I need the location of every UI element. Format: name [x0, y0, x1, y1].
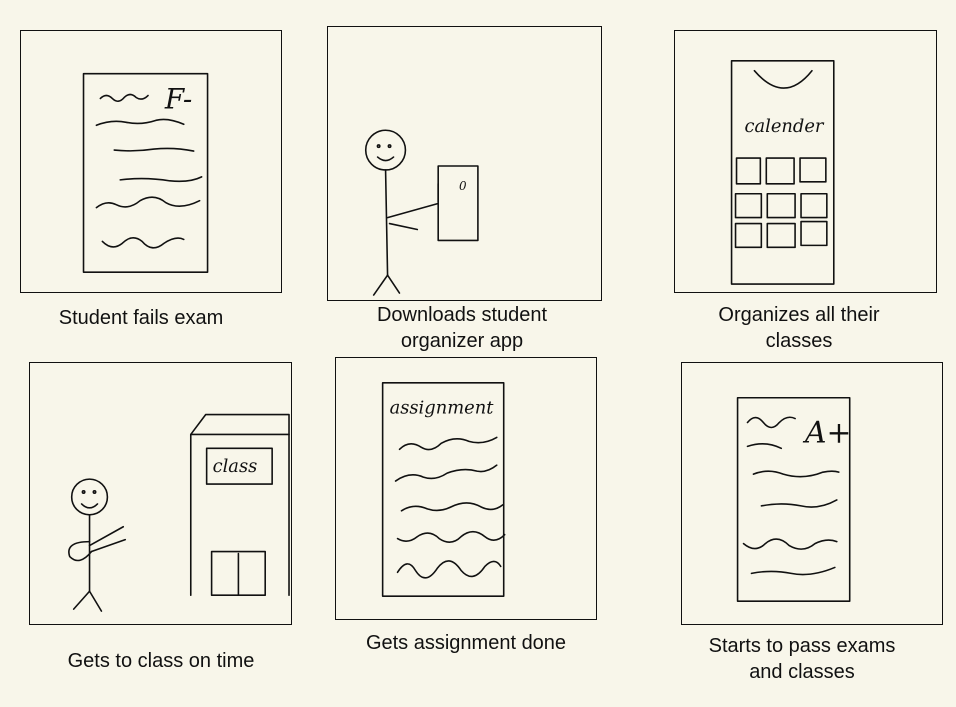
- storyboard-panel-4: class: [29, 362, 292, 625]
- scribble-line: [760, 499, 838, 508]
- calendar-title: calender: [744, 116, 824, 137]
- stick-figure-arm: [388, 222, 419, 231]
- stick-figure-arm: [88, 525, 125, 547]
- calendar-grid: [734, 157, 828, 249]
- assignment-sketch: assignment: [381, 382, 506, 597]
- scribble-line: [746, 416, 796, 429]
- stick-figure-body: [384, 169, 389, 276]
- scribble-line: [119, 176, 203, 183]
- eye: [92, 490, 97, 494]
- scribble-line: [398, 436, 498, 451]
- caption-panel-3: Organizes all their classes: [718, 304, 880, 352]
- phone-outline: [730, 59, 835, 285]
- scribble-line: [95, 196, 201, 209]
- caption-panel-1: Student fails exam: [58, 307, 224, 329]
- storyboard-panel-5: assignment: [335, 357, 597, 620]
- eye: [387, 144, 392, 149]
- download-app-sketch: 0: [364, 129, 479, 296]
- storyboard-panel-2: 0: [327, 26, 602, 301]
- storyboard-panel-3: calender: [674, 30, 937, 293]
- stick-figure-head: [364, 129, 407, 171]
- scribble-line: [113, 147, 195, 152]
- scribble-line: [400, 502, 504, 512]
- stick-figure-arm: [386, 202, 438, 219]
- scribble-line: [752, 470, 840, 478]
- passed-exam-sketch: A+: [736, 396, 851, 602]
- assignment-paper: [381, 382, 505, 597]
- stick-figure-leg: [88, 590, 103, 612]
- arrive-class-sketch: class: [68, 413, 290, 612]
- scribble-line: [742, 538, 838, 550]
- scribble-line: [394, 464, 498, 482]
- grade-text: A+: [802, 415, 851, 450]
- failed-exam-sketch: F-: [82, 72, 209, 273]
- stick-figure-head: [70, 478, 109, 516]
- stick-figure-leg: [386, 274, 401, 294]
- caption-panel-6: Starts to pass exams and classes: [708, 635, 896, 683]
- scribble-line: [101, 237, 185, 249]
- storyboard-panel-1: F-: [20, 30, 282, 293]
- scribble-line: [396, 560, 502, 579]
- caption-panel-5: Gets assignment done: [365, 632, 567, 654]
- class-sign-text: class: [213, 456, 258, 477]
- phone-screen-text: 0: [459, 179, 467, 193]
- phone: [437, 165, 479, 242]
- smile: [80, 503, 99, 509]
- scribble-line: [99, 93, 149, 103]
- class-sign: [205, 447, 273, 485]
- caption-panel-4: Gets to class on time: [67, 650, 255, 672]
- assignment-title: assignment: [390, 398, 495, 419]
- stick-figure-arm: [68, 540, 93, 562]
- storyboard-panel-6: A+: [681, 362, 943, 625]
- caption-panel-2: Downloads student organizer app: [376, 304, 548, 352]
- scribble-line: [750, 566, 836, 576]
- eye: [81, 490, 86, 494]
- calendar-app-sketch: calender: [730, 59, 835, 285]
- stick-figure-leg: [72, 590, 91, 610]
- scribble-line: [746, 443, 783, 450]
- stick-figure-leg: [372, 274, 389, 296]
- exam-paper: [82, 72, 209, 273]
- smile: [376, 156, 395, 162]
- eye: [376, 144, 381, 149]
- scribble-line: [396, 530, 506, 543]
- grade-text: F-: [164, 82, 192, 115]
- school-building: [189, 413, 290, 597]
- exam-paper: [736, 396, 851, 602]
- stick-figure-arm: [90, 538, 127, 553]
- scribble-line: [95, 118, 185, 127]
- phone-notch: [753, 69, 813, 89]
